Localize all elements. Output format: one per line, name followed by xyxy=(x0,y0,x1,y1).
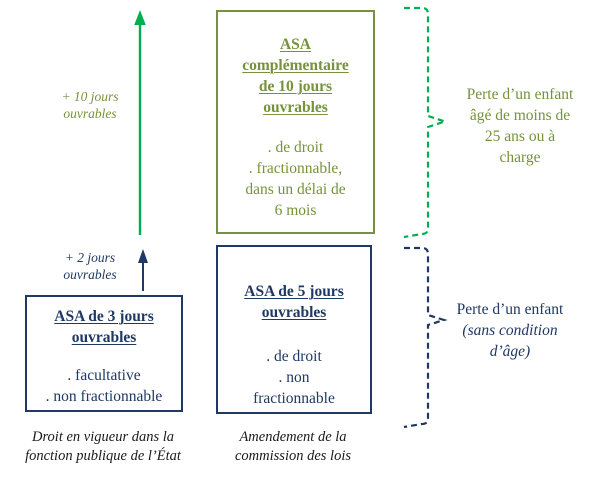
asa-3-days-box-title: ASA de 3 jours ouvrables xyxy=(54,308,154,346)
asa-3-days-box: ASA de 3 jours ouvrables . facultative .… xyxy=(25,295,183,412)
asa-10-days-box-body: . de droit . fractionnable, dans un déla… xyxy=(245,139,346,219)
asa-3-days-box-body: . facultative . non fractionnable xyxy=(45,367,163,405)
asa-10-days-box: ASA complémentaire de 10 jours ouvrables… xyxy=(216,10,375,234)
green-up-arrow xyxy=(134,10,146,235)
blue-bracket-label: Perte d’un enfant (sans condition d’âge) xyxy=(438,299,582,362)
asa-5-days-box-title: ASA de 5 jours ouvrables xyxy=(244,283,344,321)
blue-bracket-label-line1: Perte d’un enfant xyxy=(456,301,564,318)
plus-2-days-label: + 2 jours ouvrables xyxy=(63,250,117,282)
asa-5-days-box-body: . de droit . non fractionnable xyxy=(253,348,335,407)
caption-amendment: Amendement de la commission des lois xyxy=(235,429,351,464)
green-arrow-head xyxy=(134,10,146,25)
asa-5-days-box: ASA de 5 jours ouvrables . de droit . no… xyxy=(216,245,372,414)
caption-existing-law: Droit en vigueur dans la fonction publiq… xyxy=(25,429,181,464)
blue-up-arrow xyxy=(138,249,148,291)
blue-arrow-head xyxy=(138,249,148,263)
green-dashed-brace xyxy=(403,6,449,239)
blue-dashed-brace xyxy=(403,246,448,429)
asa-10-days-box-title: ASA complémentaire de 10 jours ouvrables xyxy=(242,36,349,116)
plus-10-days-label: + 10 jours ouvrables xyxy=(61,89,119,121)
blue-bracket-label-italic: (sans condition d’âge) xyxy=(462,322,558,360)
green-bracket-label: Perte d’un enfant âgé de moins de 25 ans… xyxy=(466,86,574,166)
